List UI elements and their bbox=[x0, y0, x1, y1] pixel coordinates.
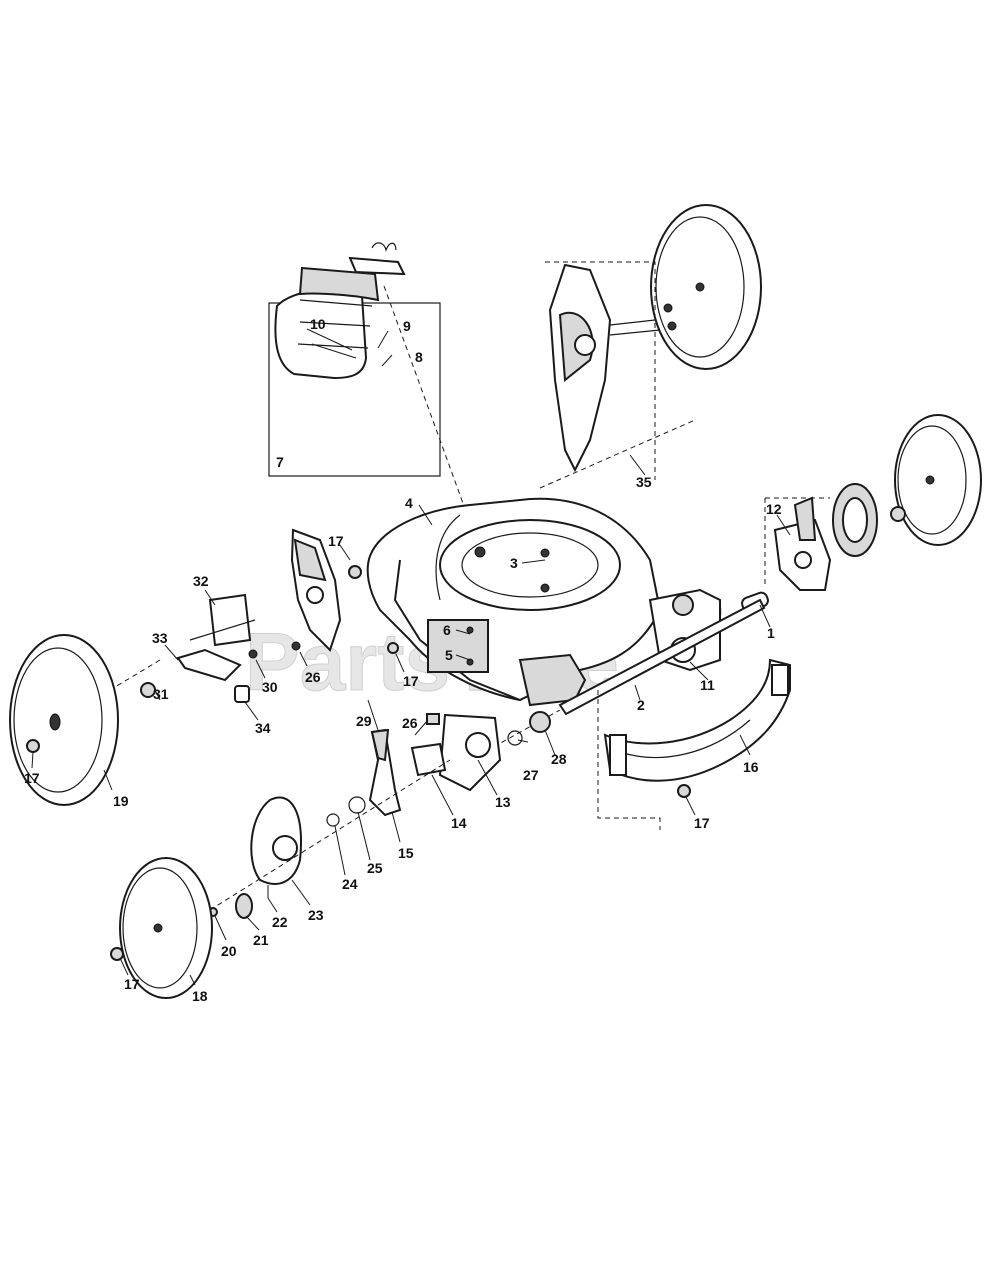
callout-17-top: 17 bbox=[328, 533, 344, 549]
height-adjuster-left bbox=[290, 528, 342, 652]
wheel-front-left bbox=[119, 857, 213, 999]
callout-23: 23 bbox=[308, 907, 324, 923]
callout-11: 11 bbox=[700, 677, 715, 693]
callout-16: 16 bbox=[743, 759, 759, 775]
callout-6: 6 bbox=[443, 622, 451, 638]
callout-17-left: 17 bbox=[24, 770, 40, 786]
callout-25: 25 bbox=[367, 860, 383, 876]
callout-7: 7 bbox=[276, 454, 284, 470]
callout-28: 28 bbox=[551, 751, 567, 767]
pivot-plate-front bbox=[410, 742, 447, 777]
callout-17-bottom: 17 bbox=[124, 976, 140, 992]
callout-27: 27 bbox=[523, 767, 539, 783]
callout-26-left: 26 bbox=[305, 669, 321, 685]
nut-right bbox=[677, 784, 691, 798]
callout-29: 29 bbox=[356, 713, 372, 729]
callout-1: 1 bbox=[767, 625, 775, 641]
wheel-left-rear bbox=[9, 634, 119, 806]
callout-2: 2 bbox=[637, 697, 645, 713]
callout-8: 8 bbox=[415, 349, 423, 365]
callout-3: 3 bbox=[510, 555, 518, 571]
callout-5: 5 bbox=[445, 647, 453, 663]
pivot-plate-left bbox=[208, 593, 252, 647]
lever-bracket-left bbox=[176, 648, 242, 682]
callout-10: 10 bbox=[310, 316, 326, 332]
callout-19: 19 bbox=[113, 793, 129, 809]
callout-33: 33 bbox=[152, 630, 168, 646]
leader-lines bbox=[31, 328, 791, 986]
rear-flap-assembly bbox=[274, 242, 406, 380]
rear-wheel-top bbox=[650, 204, 762, 370]
callout-21: 21 bbox=[253, 932, 269, 948]
callout-22: 22 bbox=[272, 914, 288, 930]
callout-12: 12 bbox=[766, 501, 782, 517]
callout-20: 20 bbox=[221, 943, 237, 959]
mower-deck bbox=[366, 497, 662, 707]
callout-31: 31 bbox=[153, 686, 169, 702]
bracket-leader bbox=[545, 261, 656, 480]
callout-24: 24 bbox=[342, 876, 358, 892]
callout-14: 14 bbox=[451, 815, 467, 831]
callout-34: 34 bbox=[255, 720, 271, 736]
callout-9: 9 bbox=[403, 318, 411, 334]
callout-35: 35 bbox=[636, 474, 652, 490]
callout-32: 32 bbox=[193, 573, 209, 589]
height-adjuster-rear-right bbox=[548, 263, 677, 473]
callout-4: 4 bbox=[405, 495, 413, 511]
callout-26-front: 26 bbox=[402, 715, 418, 731]
callout-15: 15 bbox=[398, 845, 414, 861]
rear-flap bbox=[603, 658, 791, 782]
callout-13: 13 bbox=[495, 794, 511, 810]
callout-17-right: 17 bbox=[694, 815, 710, 831]
rear-wheel-right bbox=[894, 414, 982, 546]
callouts: 10 9 8 7 35 4 12 3 17 32 1 6 33 5 26 30 … bbox=[24, 316, 782, 1004]
callout-18: 18 bbox=[192, 988, 208, 1004]
callout-30: 30 bbox=[262, 679, 278, 695]
drive-axle bbox=[558, 598, 766, 716]
callout-17-center: 17 bbox=[403, 673, 419, 689]
